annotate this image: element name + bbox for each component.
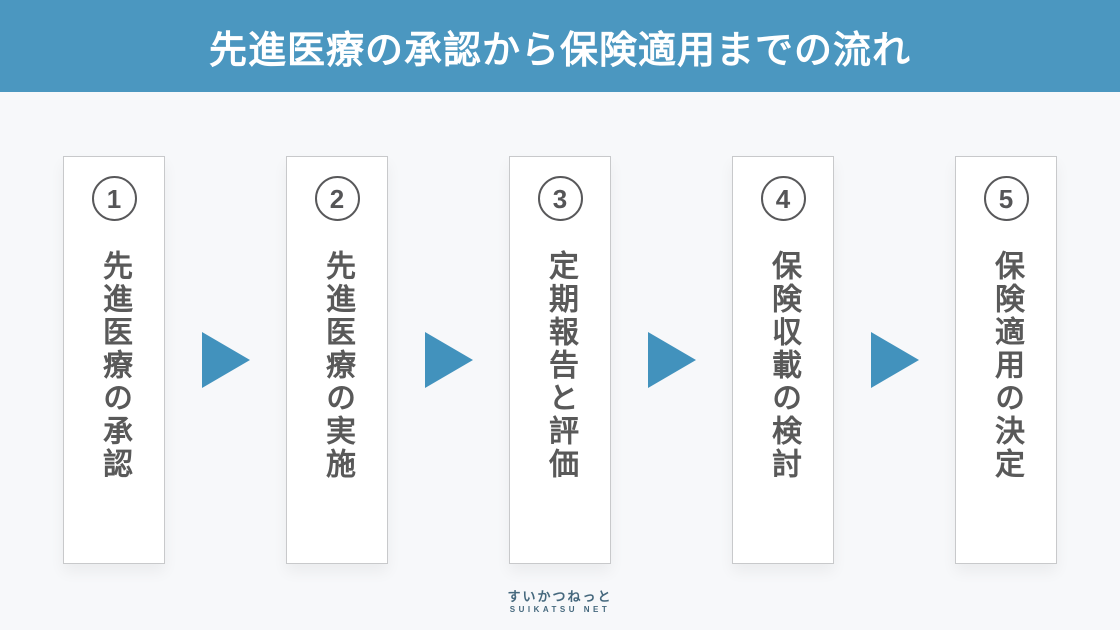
arrow-right-icon	[870, 332, 919, 388]
step-number: 5	[998, 183, 1014, 214]
footer-logo: すいかつねっと SUIKATSU NET	[0, 588, 1120, 615]
step-number-badge: 2	[314, 176, 360, 221]
step-number-badge: 4	[760, 176, 806, 221]
step-number: 1	[106, 183, 122, 214]
step-label: 保険収載の検討	[767, 250, 800, 481]
logo-text-jp: すいかつねっと	[507, 588, 613, 604]
step-number: 3	[552, 183, 568, 214]
logo-text-en: SUIKATSU NET	[509, 605, 611, 615]
step-label: 保険適用の決定	[990, 250, 1023, 481]
step-box-3: 3 定期報告と評価	[509, 156, 611, 564]
step-number: 4	[775, 183, 791, 214]
step-box-4: 4 保険収載の検討	[732, 156, 834, 564]
step-label: 先進医療の実施	[321, 250, 354, 481]
step-number-badge: 1	[91, 176, 137, 221]
step-label: 定期報告と評価	[544, 250, 577, 481]
step-number: 2	[329, 183, 345, 214]
step-box-1: 1 先進医療の承認	[63, 156, 165, 564]
arrow-right-icon	[647, 332, 696, 388]
arrow-right-icon	[424, 332, 473, 388]
page-title: 先進医療の承認から保険適用までの流れ	[208, 29, 911, 72]
step-box-2: 2 先進医療の実施	[286, 156, 388, 564]
flow-diagram: 1 先進医療の承認 2 先進医療の実施 3 定期報告と評価 4 保険収載の検討 …	[63, 156, 1057, 564]
step-box-5: 5 保険適用の決定	[955, 156, 1057, 564]
step-number-badge: 3	[537, 176, 583, 221]
step-number-badge: 5	[983, 176, 1029, 221]
header-bar: 先進医療の承認から保険適用までの流れ	[0, 0, 1120, 92]
arrow-right-icon	[201, 332, 250, 388]
step-label: 先進医療の承認	[98, 250, 131, 481]
